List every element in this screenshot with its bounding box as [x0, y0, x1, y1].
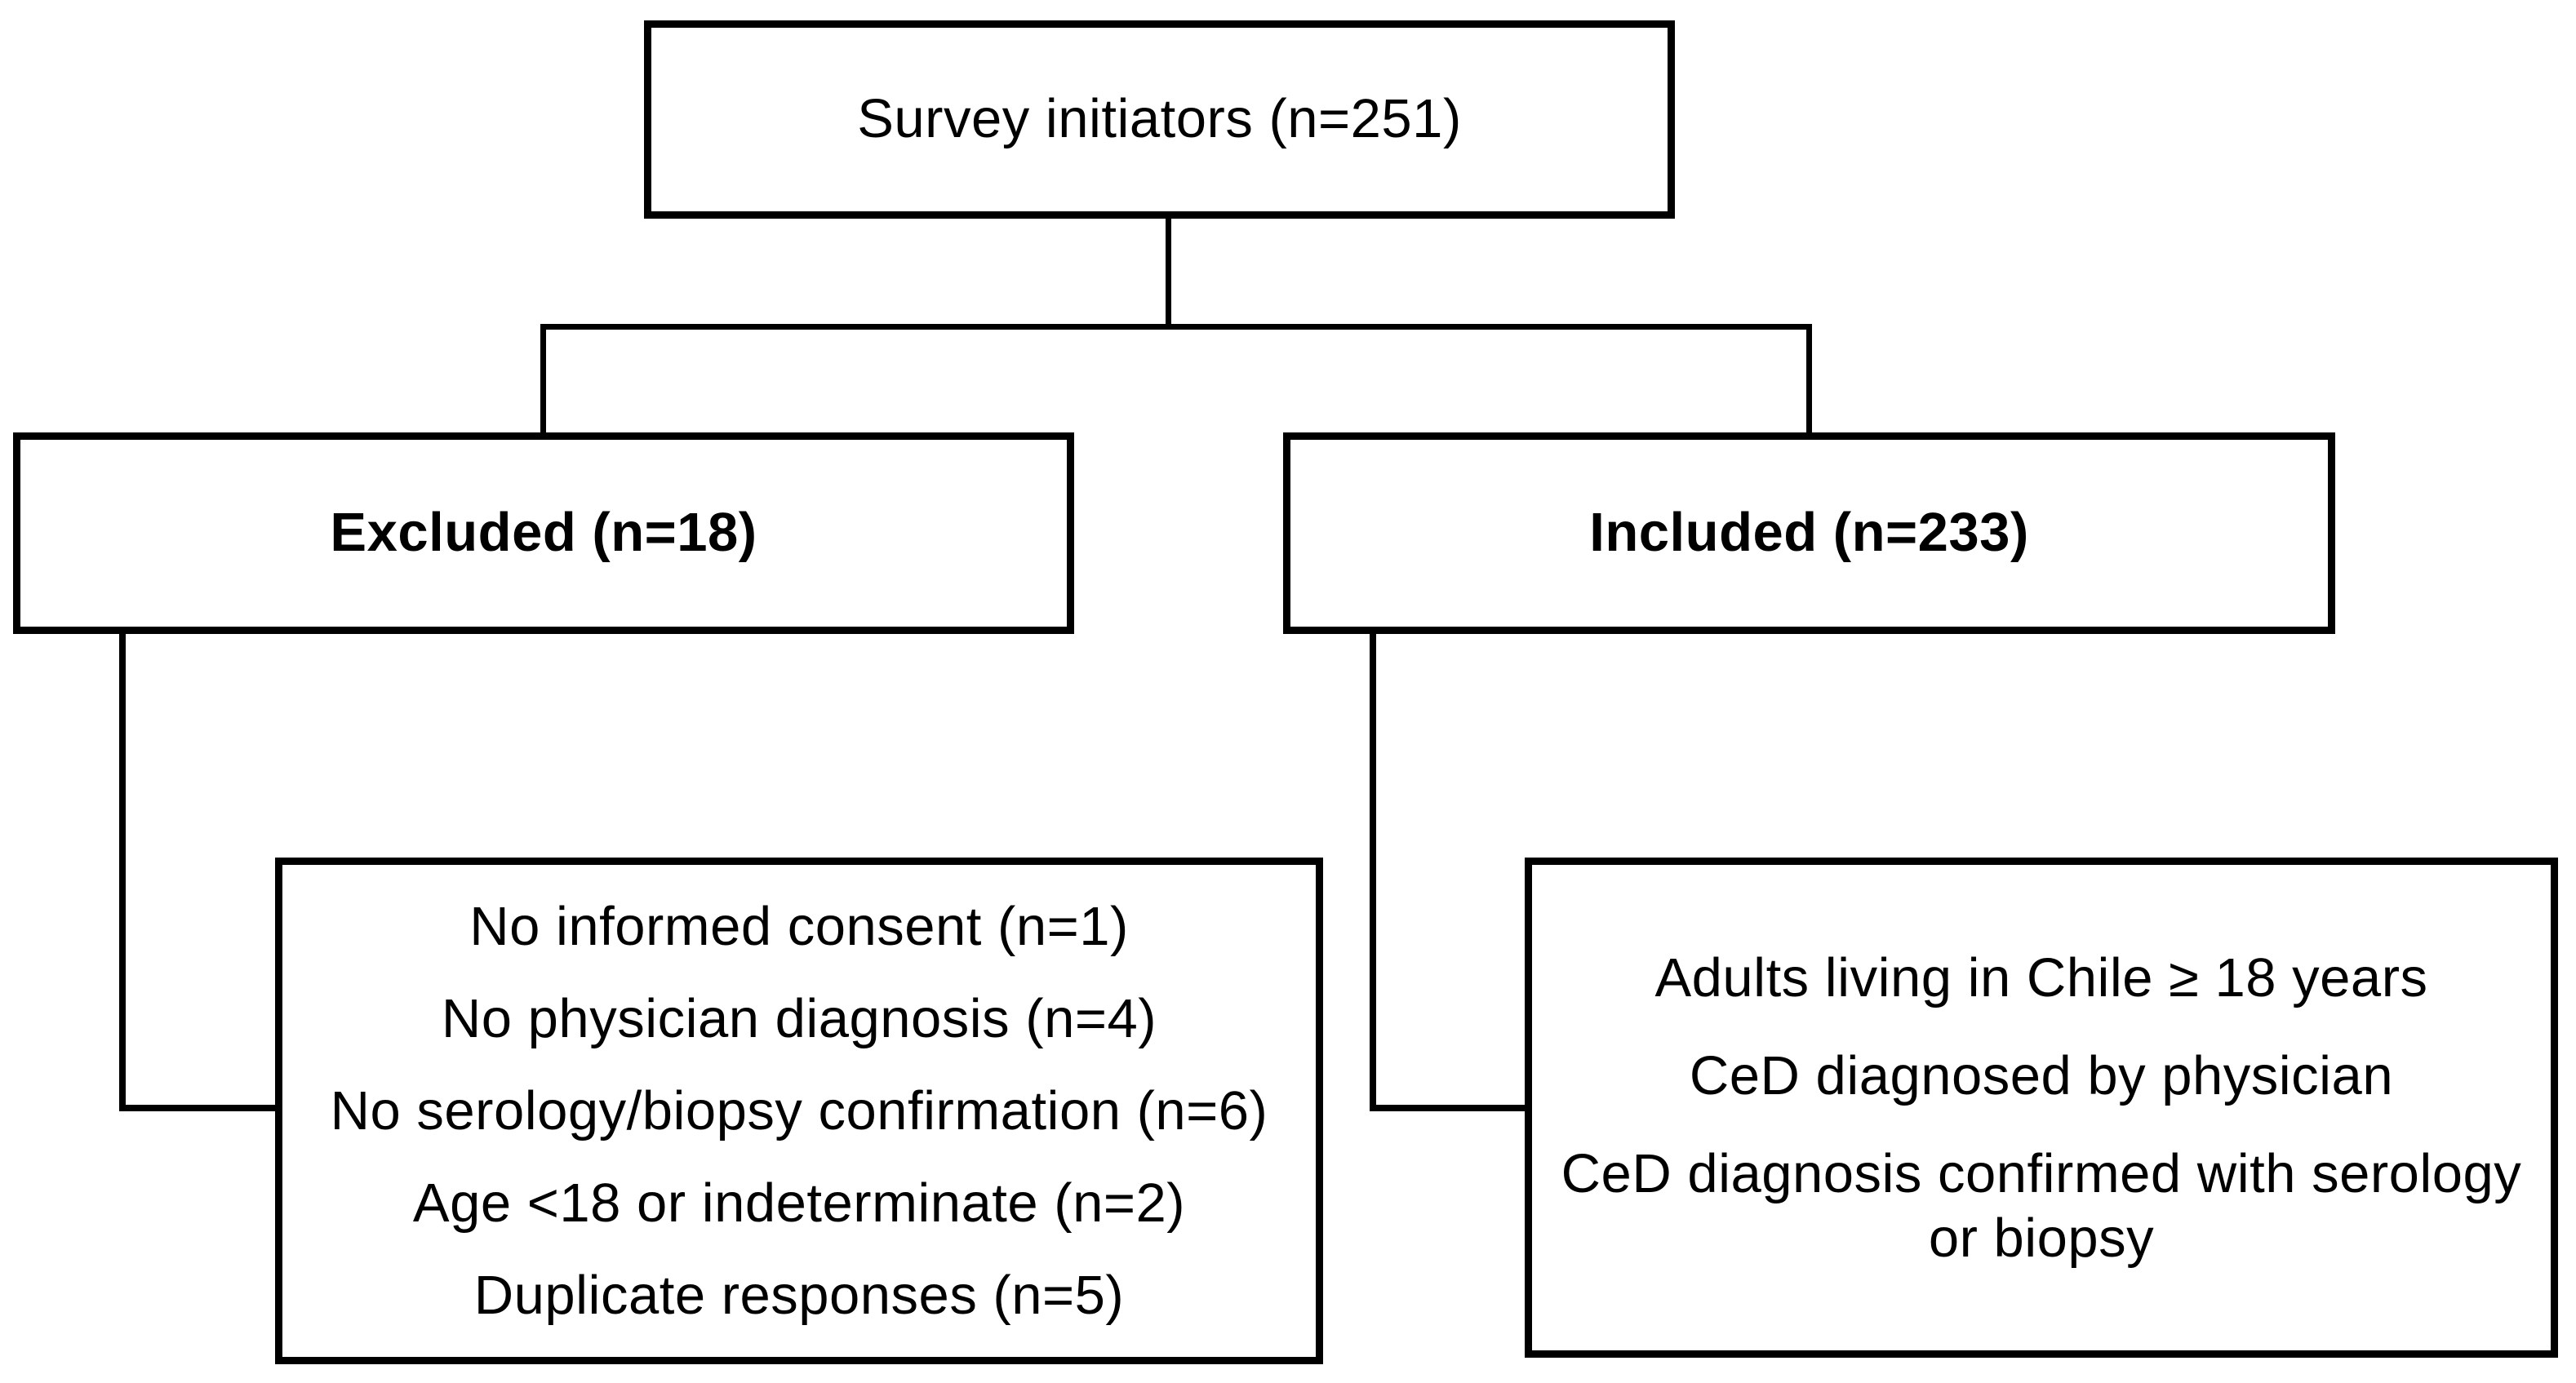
survey-initiators-box: Survey initiators (n=251): [644, 20, 1675, 219]
excluded-label: Excluded (n=18): [330, 502, 757, 564]
connector-branch-to-excluded: [540, 326, 546, 436]
excluded-box: Excluded (n=18): [13, 432, 1074, 634]
inclusion-criteria-list: Adults living in Chile ≥ 18 years CeD di…: [1532, 865, 2551, 1350]
excluded-reason-item: No serology/biopsy confirmation (n=6): [330, 1080, 1268, 1141]
connector-excluded-elbow-horizontal: [119, 1105, 282, 1111]
excluded-reason-item: Age <18 or indeterminate (n=2): [412, 1172, 1186, 1234]
connector-survey-to-branch: [1166, 215, 1171, 330]
excluded-reason-item: No informed consent (n=1): [469, 896, 1129, 957]
excluded-reason-item: Duplicate responses (n=5): [473, 1265, 1125, 1326]
excluded-reasons-box: No informed consent (n=1) No physician d…: [275, 858, 1323, 1364]
included-label: Included (n=233): [1589, 502, 2029, 564]
inclusion-criteria-box: Adults living in Chile ≥ 18 years CeD di…: [1525, 858, 2558, 1358]
connector-branch-horizontal: [540, 324, 1812, 330]
connector-branch-to-included: [1806, 326, 1812, 436]
connector-included-elbow-vertical: [1370, 630, 1376, 1111]
included-box: Included (n=233): [1283, 432, 2335, 634]
inclusion-criterion-item: Adults living in Chile ≥ 18 years: [1654, 946, 2428, 1008]
survey-initiators-label: Survey initiators (n=251): [857, 88, 1462, 150]
inclusion-criterion-item: CeD diagnosed by physician: [1689, 1044, 2394, 1106]
excluded-reasons-list: No informed consent (n=1) No physician d…: [282, 865, 1316, 1357]
inclusion-criterion-item: CeD diagnosis confirmed with serology or…: [1561, 1142, 2522, 1269]
connector-excluded-elbow-vertical: [119, 630, 126, 1111]
excluded-reason-item: No physician diagnosis (n=4): [441, 988, 1157, 1049]
connector-included-elbow-horizontal: [1370, 1105, 1531, 1111]
